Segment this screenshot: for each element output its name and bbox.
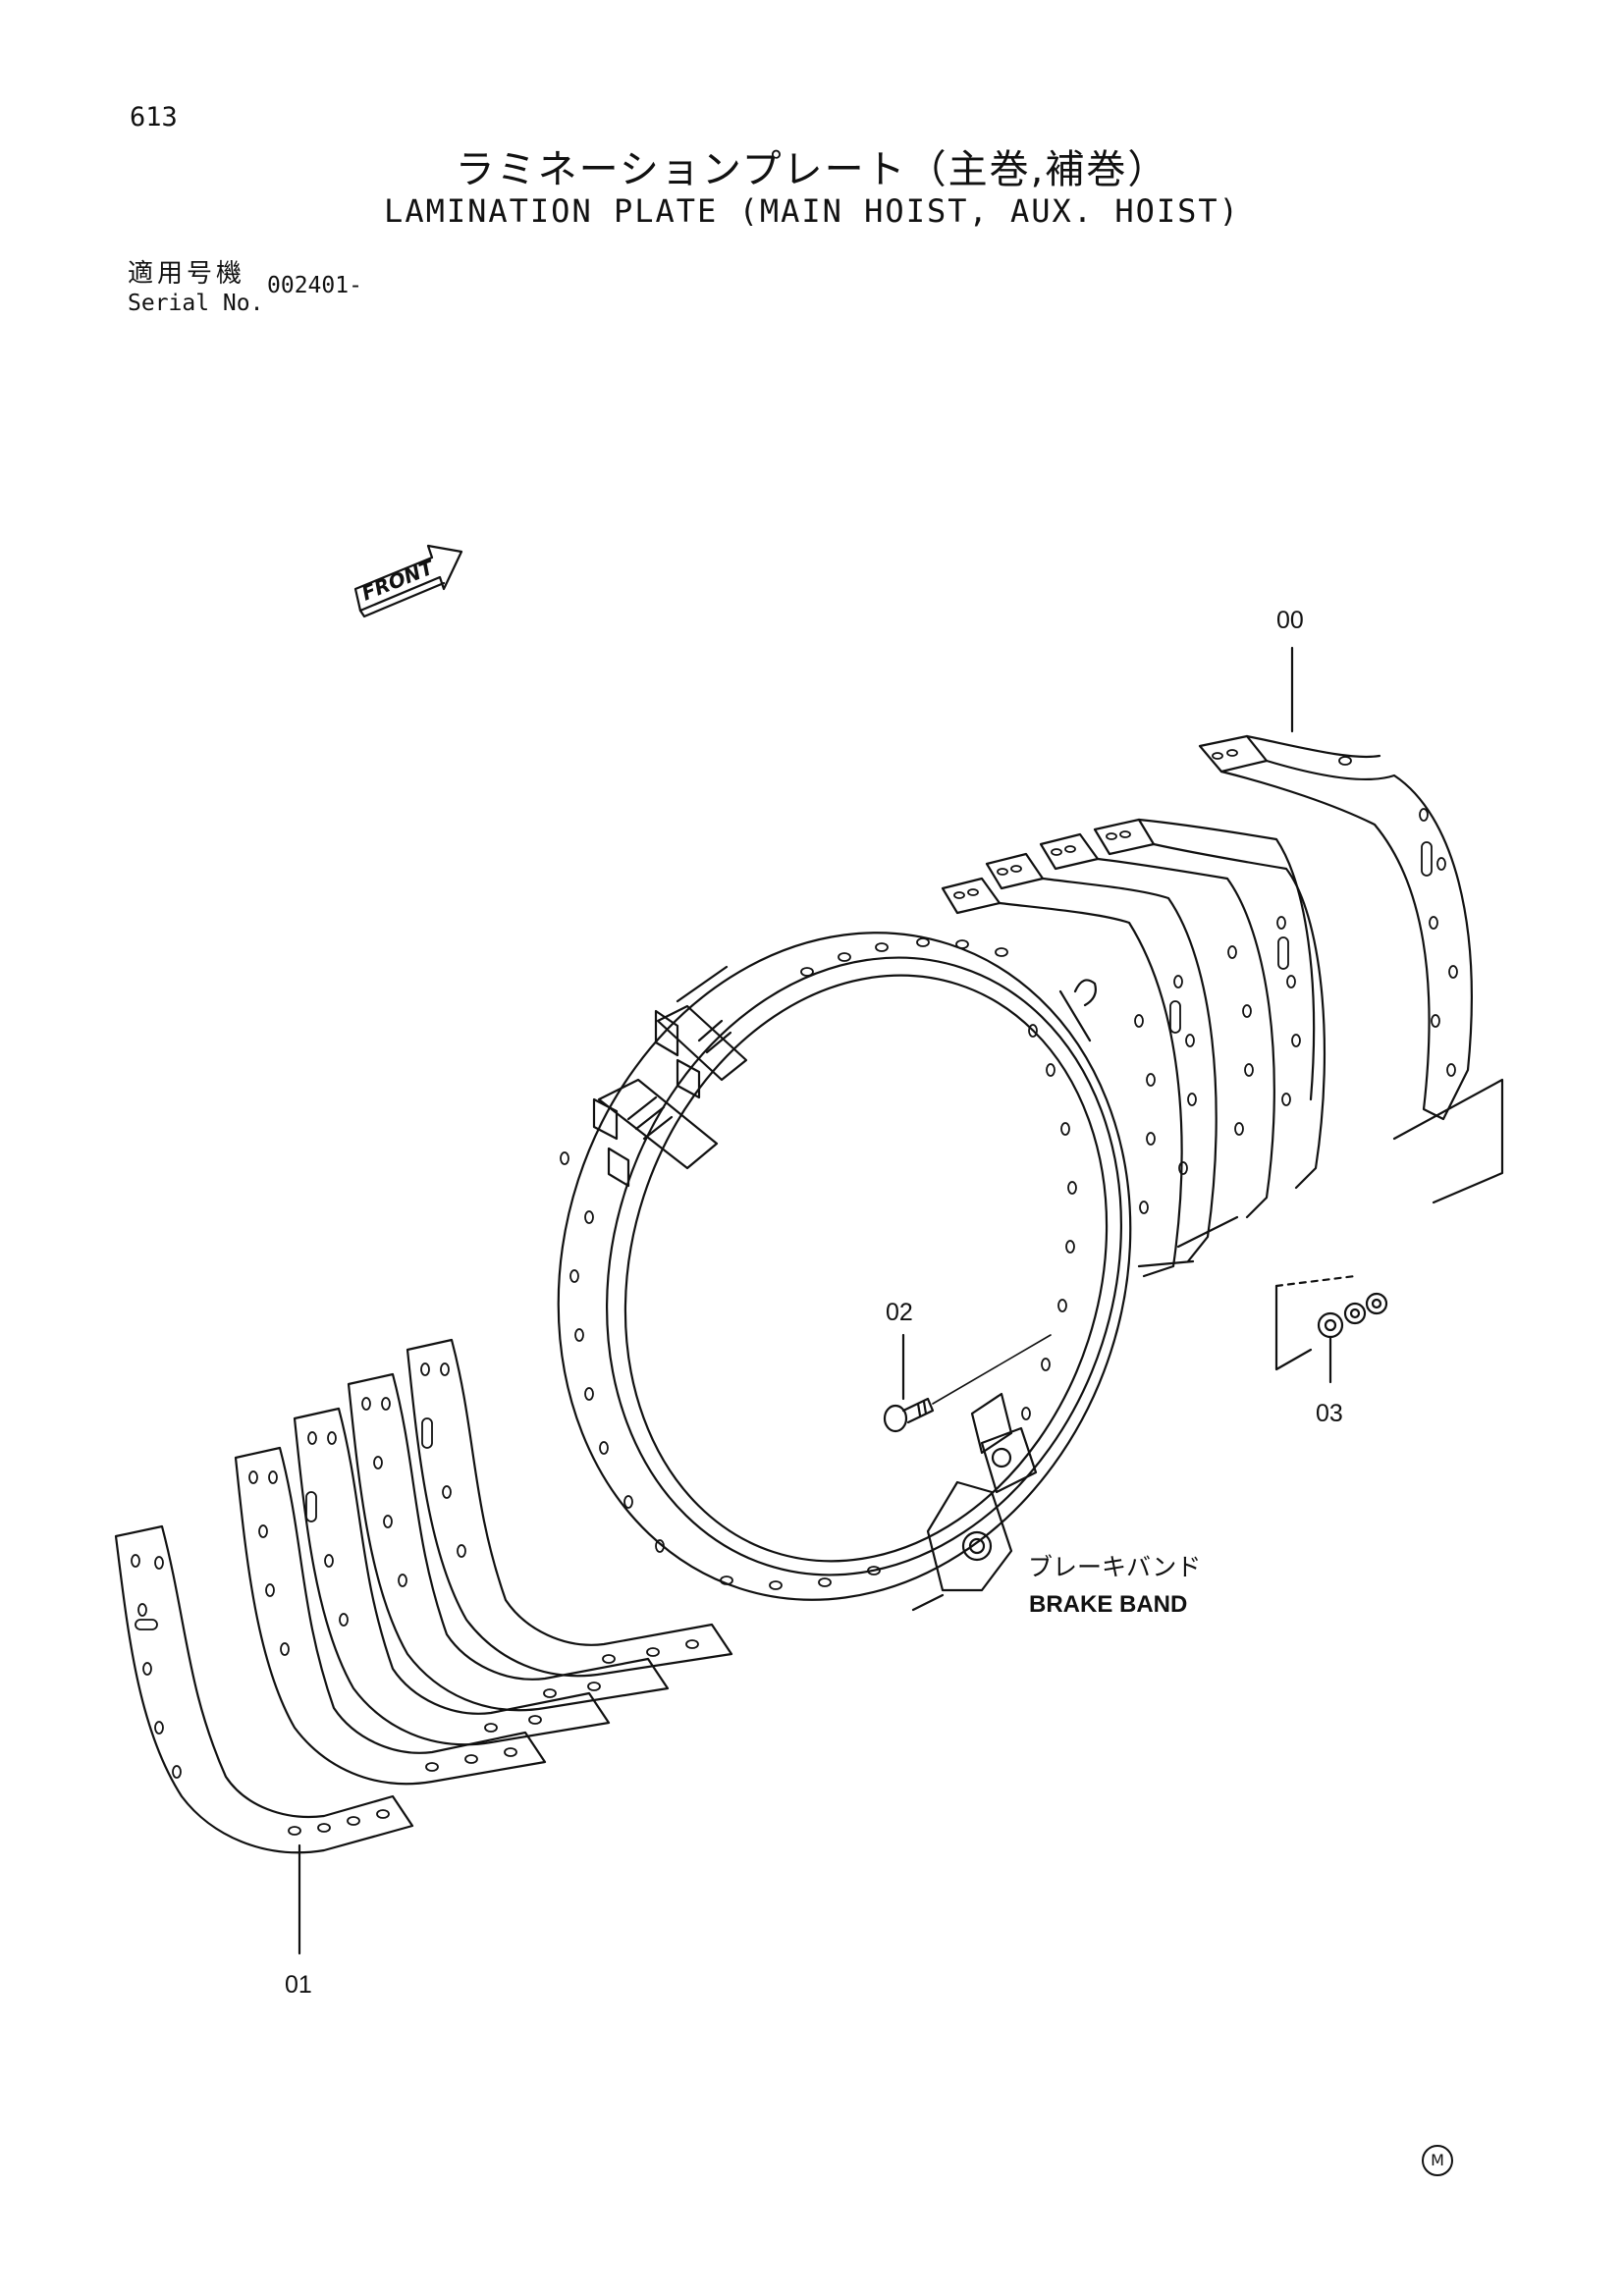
lower-lug [926, 1392, 1038, 1592]
serial-label-english: Serial No. [128, 291, 264, 316]
callout-02: 02 [886, 1299, 913, 1326]
page-title-japanese: ラミネーションプレート（主巻,補巻） [455, 147, 1169, 192]
callout-01: 01 [285, 1971, 312, 1999]
page-number: 613 [130, 102, 178, 133]
adjusting-bolt-assembly [592, 1004, 748, 1188]
bolt-part-02 [883, 1334, 1052, 1433]
front-label: FRONT [358, 555, 438, 605]
lamination-plates-upper [941, 734, 1473, 1278]
manufacturer-mark-icon: M [1422, 2145, 1453, 2176]
callout-00: 00 [1276, 607, 1304, 634]
serial-number-value: 002401- [267, 273, 362, 298]
brake-band-label-jp: ブレーキバンド [1028, 1554, 1201, 1581]
callout-03: 03 [1316, 1400, 1343, 1427]
page-title-english: LAMINATION PLATE (MAIN HOIST, AUX. HOIST… [384, 192, 1240, 230]
washer-set-part-03 [1274, 1274, 1388, 1371]
serial-label-japanese: 適用号機 [128, 259, 246, 289]
lamination-plates-lower [114, 1338, 733, 1854]
leader-00-bracket [1392, 1078, 1504, 1204]
brake-band-drum [557, 932, 1132, 1612]
front-arrow-icon [353, 544, 463, 618]
brake-band-label-en: BRAKE BAND [1029, 1591, 1187, 1618]
